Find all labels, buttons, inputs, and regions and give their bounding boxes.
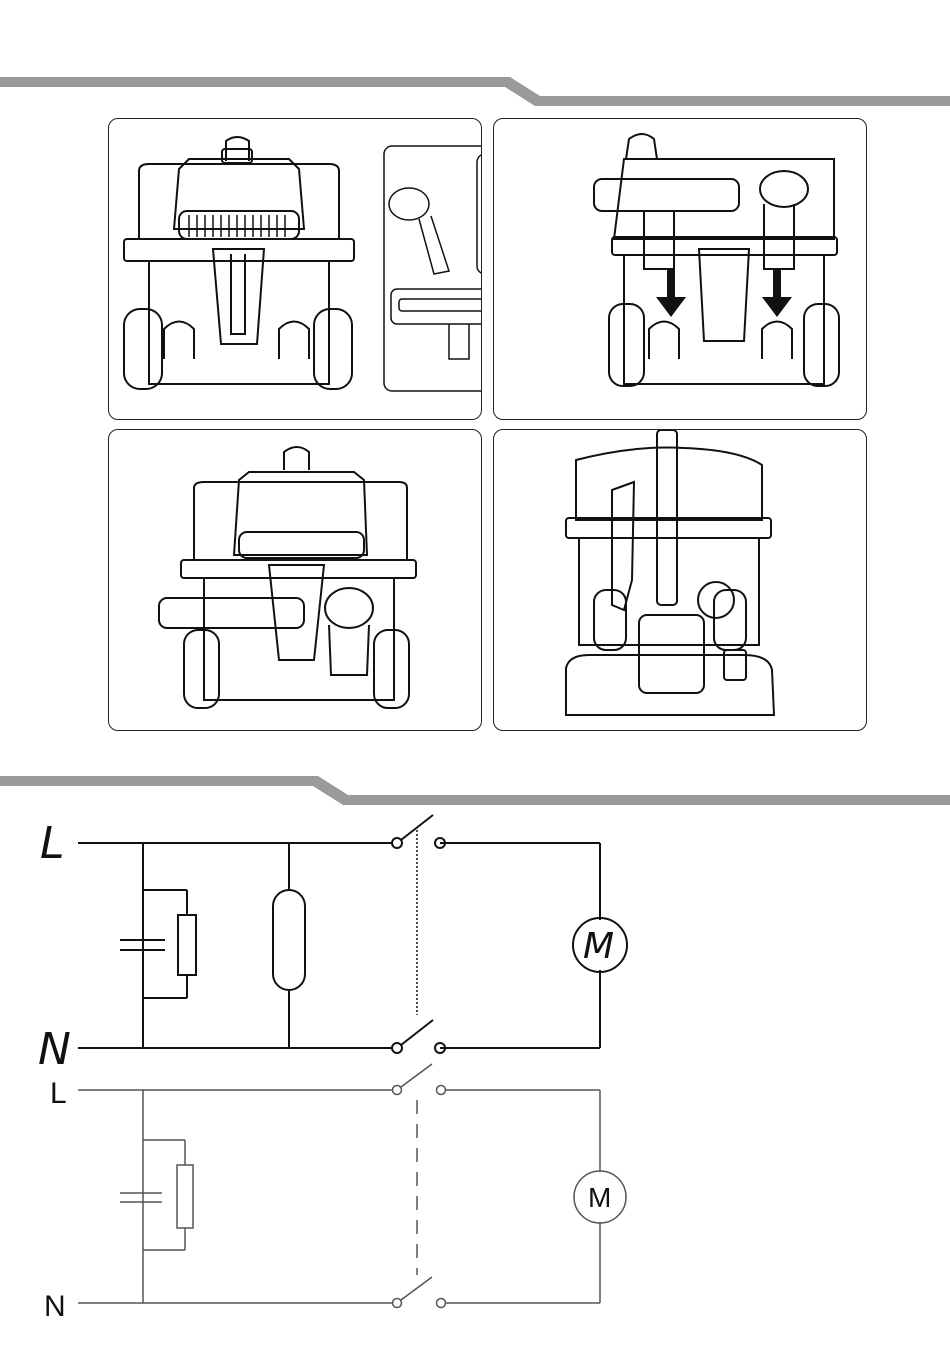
circuit-2-motor-label: M: [588, 1182, 611, 1213]
circuit-2-live-label: L: [50, 1077, 67, 1110]
circuit-1-live-label: L: [40, 818, 65, 869]
circuit-diagram-1: [78, 815, 627, 1053]
circuit-diagram-2: [78, 1064, 626, 1308]
circuit-1-neutral-label: N: [38, 1024, 71, 1075]
circuit-1-motor-label: M: [583, 926, 614, 967]
circuit-2-neutral-label: N: [44, 1290, 66, 1323]
